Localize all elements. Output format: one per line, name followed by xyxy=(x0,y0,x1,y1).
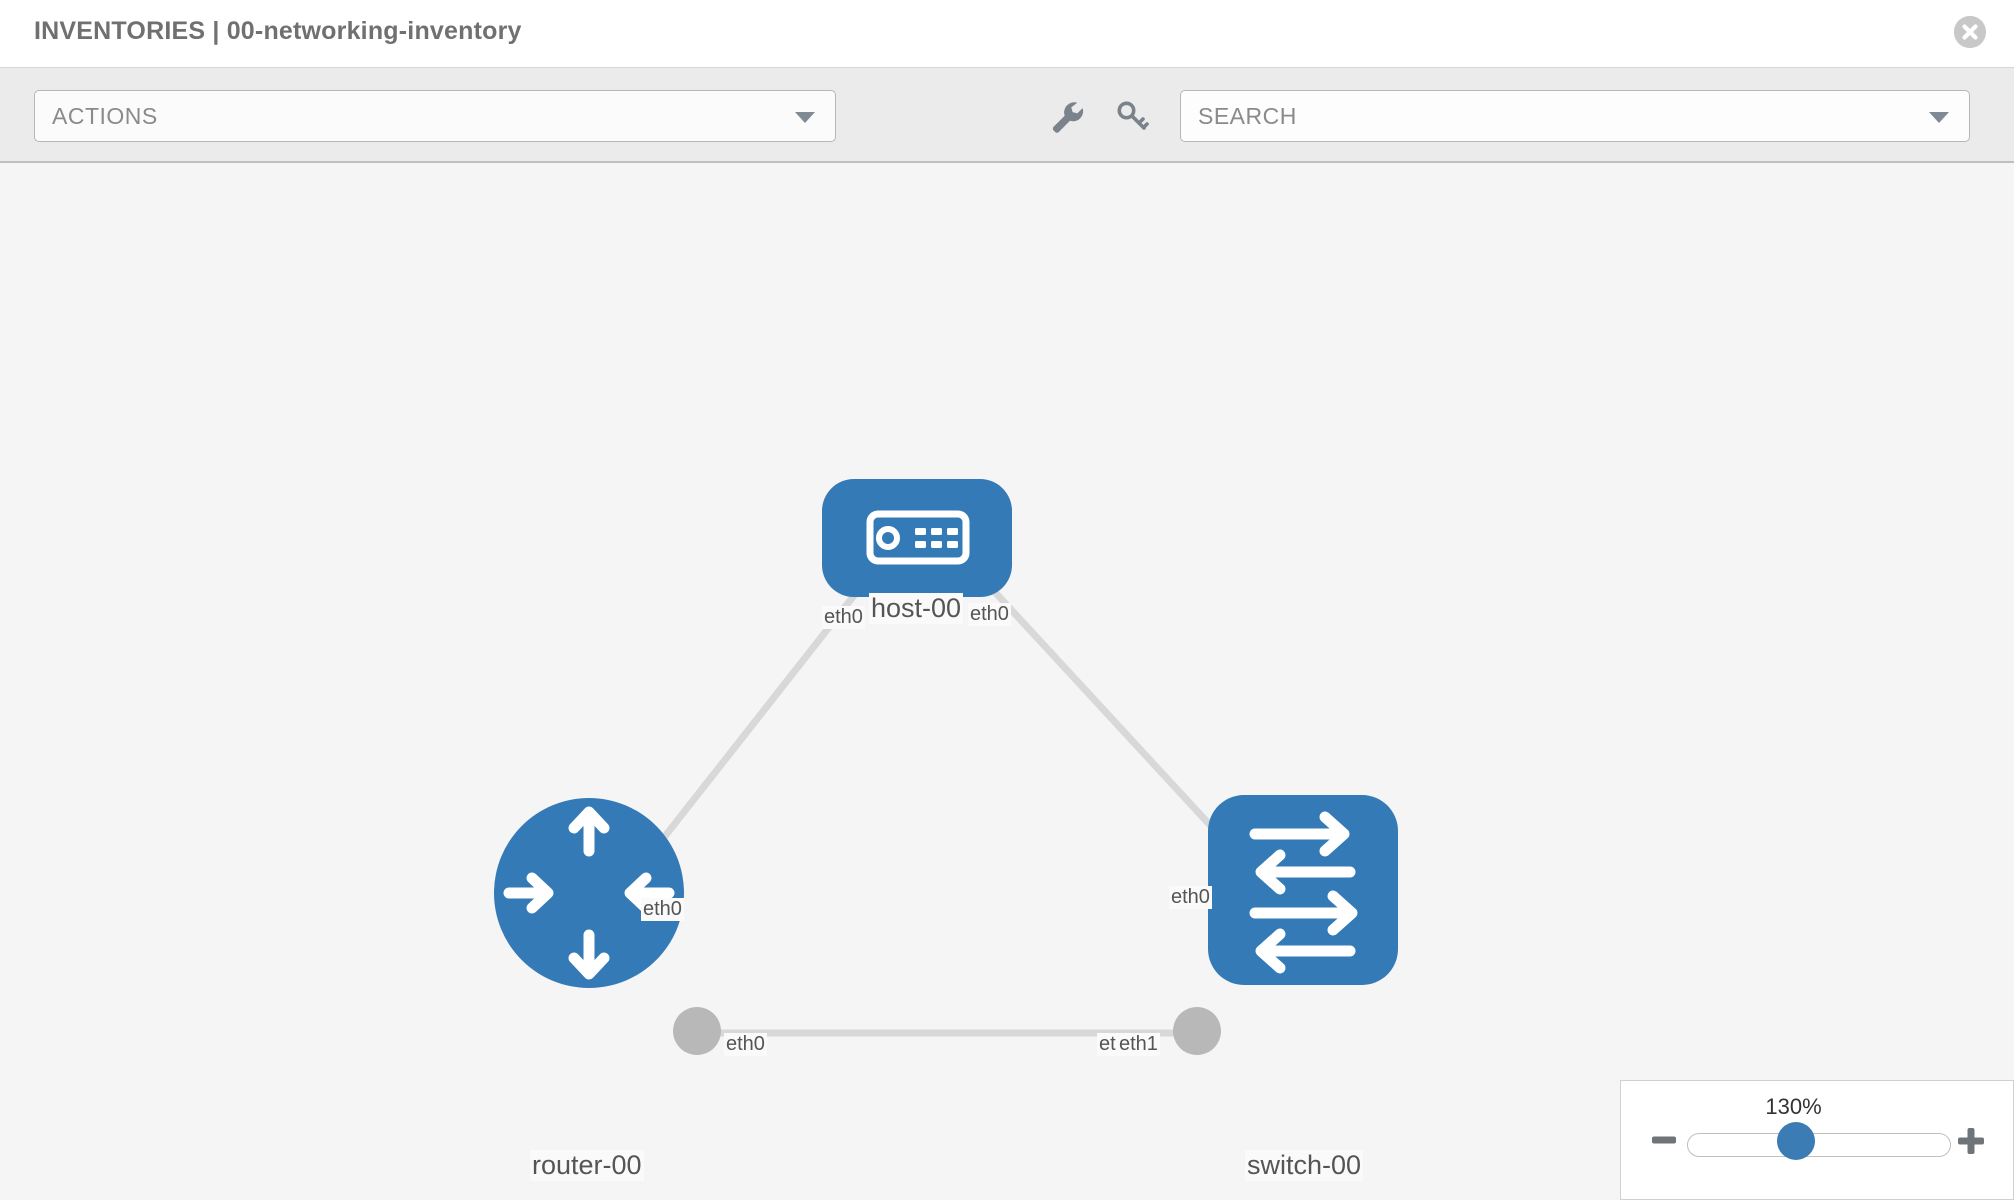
interface-label: eth0 xyxy=(724,1033,767,1056)
server-icon xyxy=(866,510,970,565)
node-host-00[interactable] xyxy=(822,479,1012,597)
actions-dropdown[interactable]: ACTIONS xyxy=(34,90,836,142)
link-host-switch xyxy=(954,548,1248,866)
node-label-host: host-00 xyxy=(869,593,964,624)
router-icon xyxy=(503,806,675,980)
node-switch-00[interactable] xyxy=(1208,795,1398,985)
interface-nub-switch-left xyxy=(1173,1007,1221,1055)
search-placeholder: SEARCH xyxy=(1198,103,1297,129)
minus-icon[interactable] xyxy=(1651,1127,1677,1158)
interface-label: eth1 xyxy=(1117,1033,1160,1056)
interface-nub-router-right xyxy=(673,1007,721,1055)
toolbar: ACTIONS SEARCH xyxy=(0,68,2014,163)
link-host-router xyxy=(637,548,892,871)
node-label-switch: switch-00 xyxy=(1245,1150,1364,1181)
search-input[interactable]: SEARCH xyxy=(1180,90,1970,142)
node-router-00[interactable] xyxy=(494,798,684,988)
topology-canvas[interactable]: eth0 eth0 eth0 eth0 eth0 eth0 eth1 host-… xyxy=(0,163,2014,1200)
interface-label: eth0 xyxy=(968,603,1011,626)
actions-dropdown-label: ACTIONS xyxy=(52,103,158,129)
chevron-down-icon[interactable] xyxy=(1929,112,1949,123)
key-icon[interactable] xyxy=(1112,96,1152,136)
interface-label: eth0 xyxy=(641,898,684,921)
zoom-control-panel: 130% xyxy=(1620,1080,2014,1200)
topology-interfaces xyxy=(673,539,1258,1055)
switch-icon xyxy=(1249,811,1358,974)
server-icon-details xyxy=(876,526,958,550)
plus-icon[interactable] xyxy=(1957,1127,1985,1160)
page-title: INVENTORIES | 00-networking-inventory xyxy=(34,17,522,45)
wrench-icon[interactable] xyxy=(1046,96,1086,136)
page-header: INVENTORIES | 00-networking-inventory xyxy=(0,0,2014,68)
interface-label: eth0 xyxy=(822,606,865,629)
close-icon[interactable] xyxy=(1954,16,1986,48)
interface-label: eth0 xyxy=(1169,886,1212,909)
chevron-down-icon xyxy=(795,112,815,123)
node-label-router: router-00 xyxy=(530,1150,644,1181)
zoom-slider-track[interactable] xyxy=(1687,1133,1951,1157)
zoom-level-value: 130% xyxy=(1765,1094,1822,1119)
zoom-slider-thumb[interactable] xyxy=(1777,1122,1815,1160)
topology-graph xyxy=(494,479,1398,1055)
